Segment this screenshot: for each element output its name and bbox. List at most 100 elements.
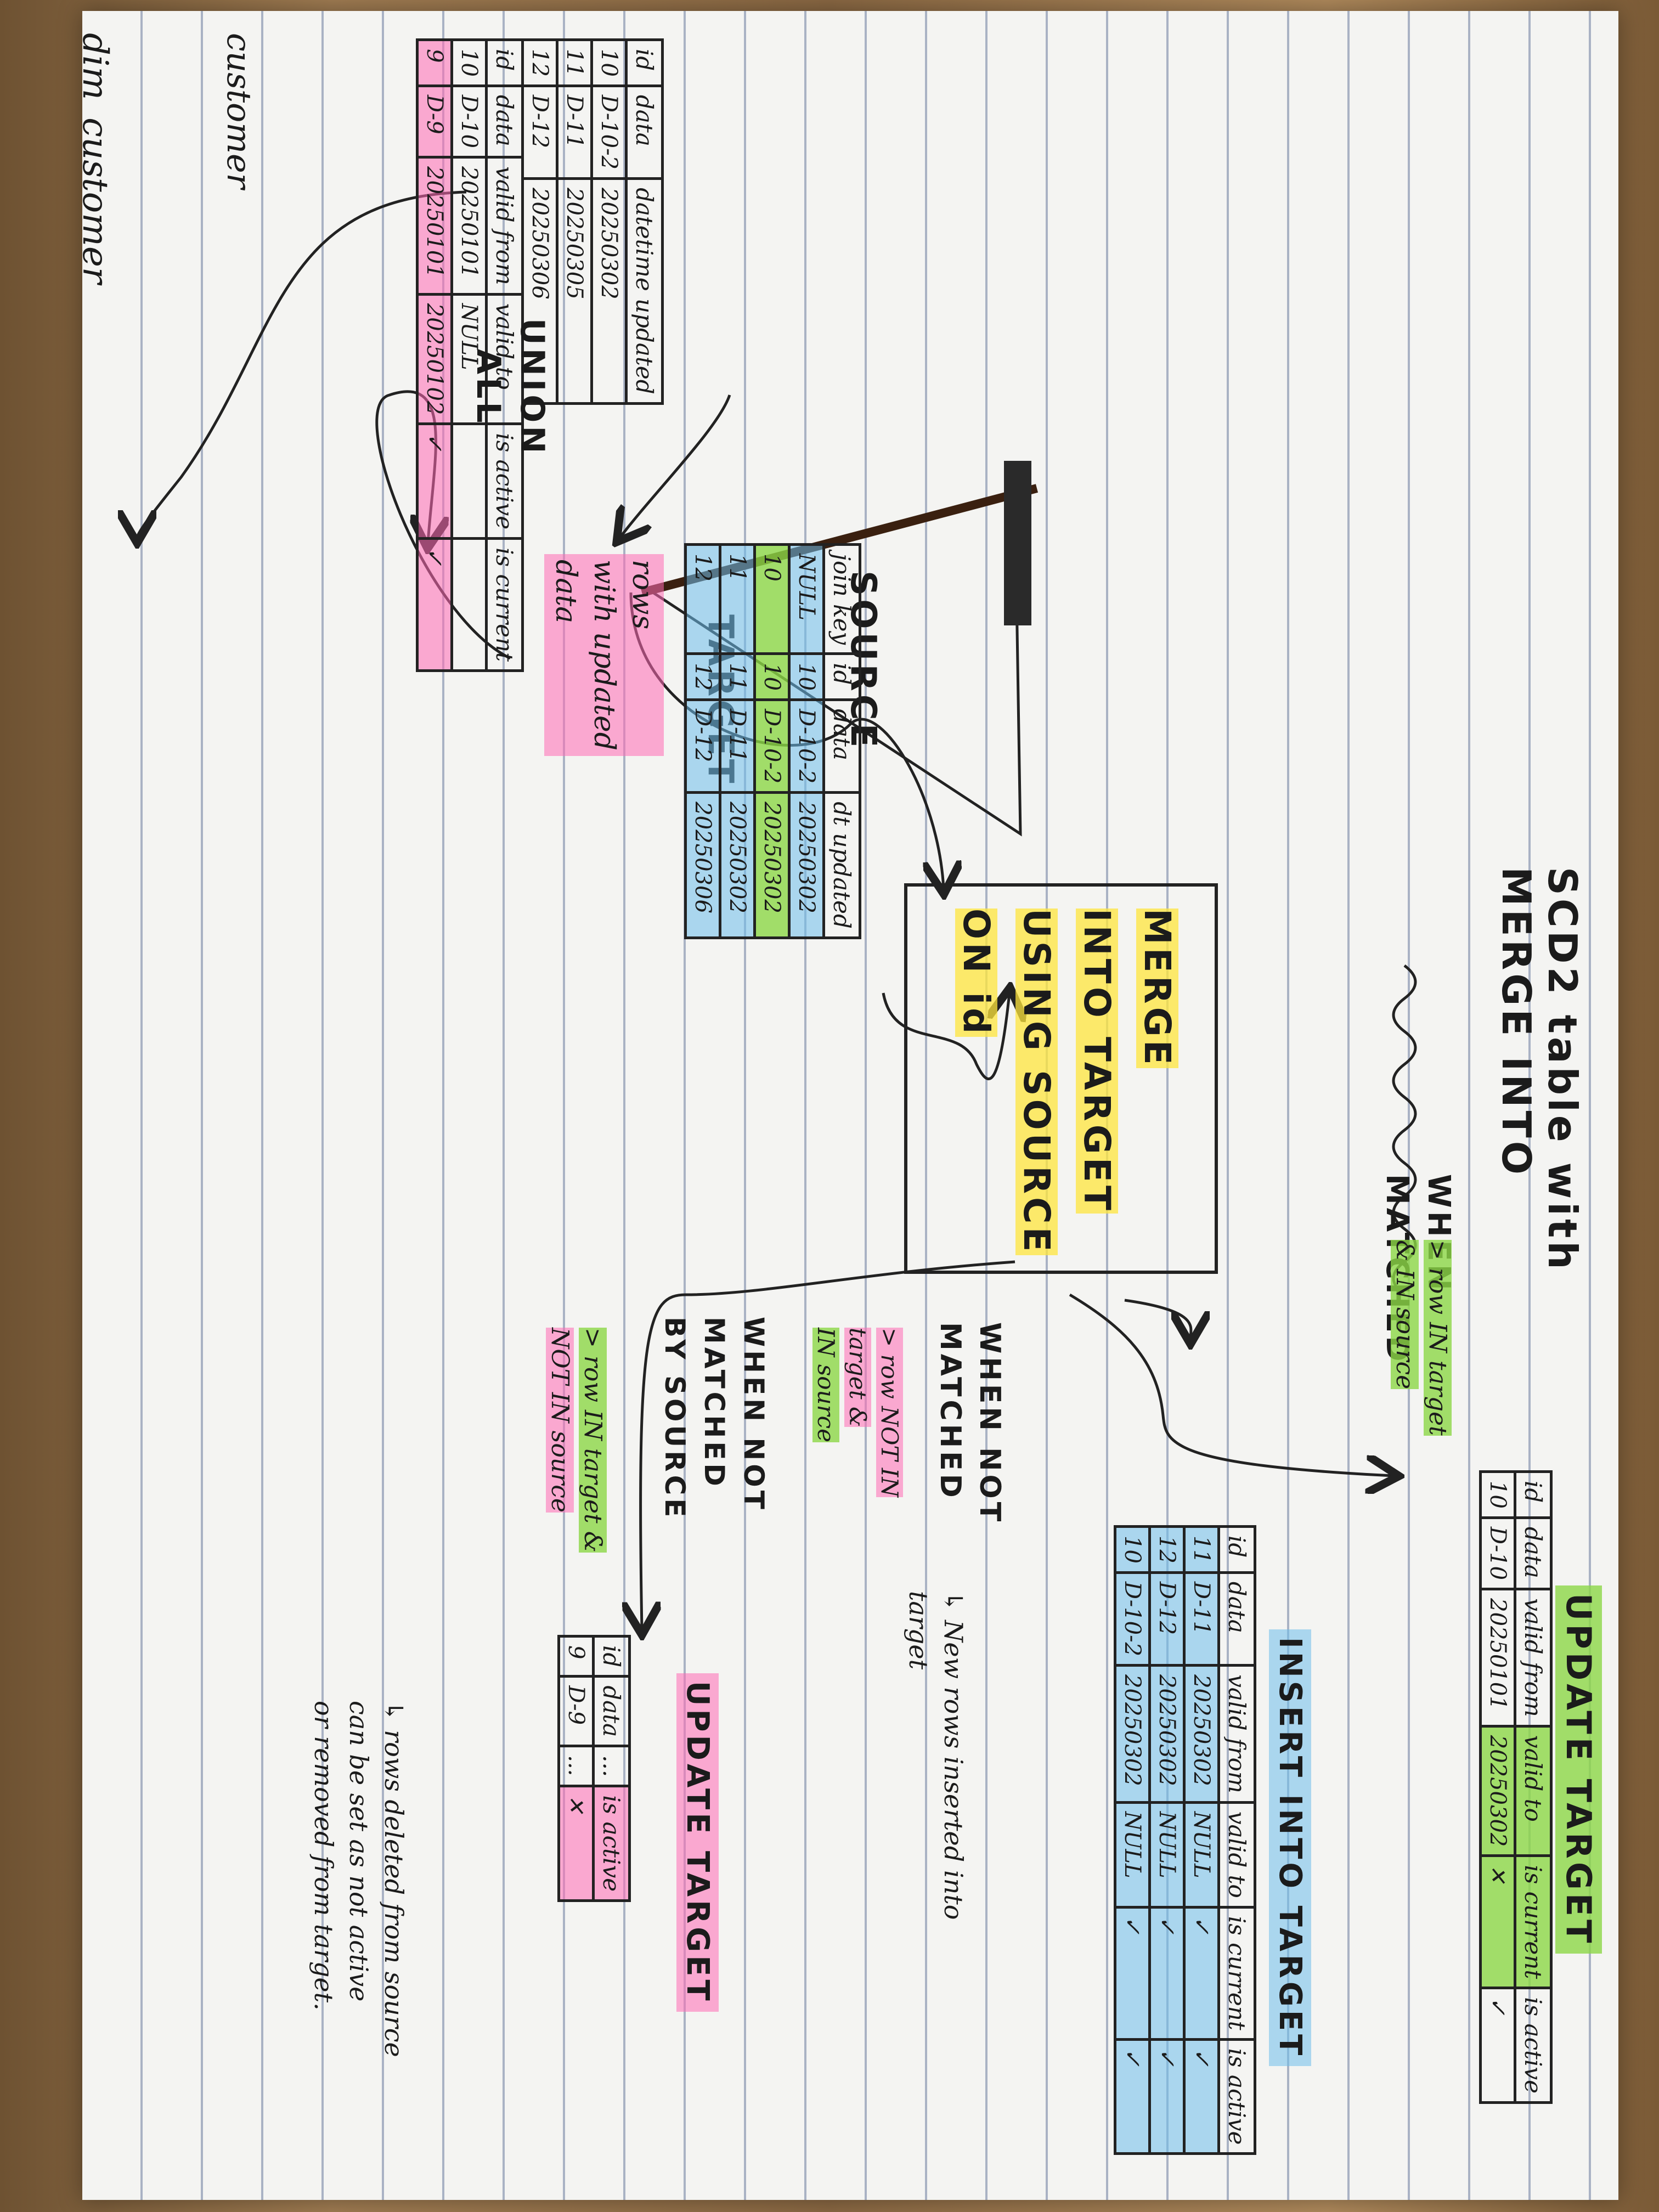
union-line: UNION bbox=[513, 318, 551, 457]
table-row: 11 D-11 20250302 NULL ✓ ✓ bbox=[1184, 1526, 1219, 2154]
table-cell: 20250302 bbox=[1149, 1665, 1184, 1803]
note-line: ↳ rows deleted from source bbox=[379, 1701, 409, 2057]
table-cell: ✓ bbox=[1184, 2039, 1219, 2154]
table-cell: 11 bbox=[720, 653, 755, 700]
table-header: is active bbox=[1515, 1988, 1551, 2103]
table-cell: D-9 bbox=[558, 1676, 594, 1746]
table-cell: D-10-2 bbox=[754, 699, 789, 793]
table-header: id bbox=[626, 40, 663, 86]
table-cell: D-12 bbox=[685, 699, 720, 793]
table-header-row: join key id data dt updated bbox=[823, 544, 860, 938]
table-header: valid to bbox=[1218, 1802, 1255, 1908]
arrow-source-to-merge bbox=[882, 993, 1009, 1080]
table-cell bbox=[452, 538, 487, 671]
table-cell: 12 bbox=[685, 653, 720, 700]
when-matched-note: > row IN target & IN source bbox=[1388, 1240, 1454, 1436]
table-cell: 20250306 bbox=[685, 792, 720, 938]
table-row: 9 D-9 20250101 20250102 ✓ ✓ bbox=[417, 40, 452, 671]
filter-text: rows with updated data bbox=[544, 554, 664, 757]
table-cell: ✕ bbox=[558, 1786, 594, 1901]
table-row: 11 D-11 20250305 bbox=[557, 40, 592, 404]
table-cell: ✓ bbox=[1149, 2039, 1184, 2154]
target-table-title: dim_customer bbox=[82, 33, 115, 284]
table-cell: 20250305 bbox=[557, 178, 592, 404]
union-all-label: UNION ALL bbox=[466, 318, 554, 456]
arrow-merge-to-notmatched-source bbox=[641, 1260, 1015, 1629]
table-header: is current bbox=[486, 538, 523, 671]
table-row: 12 12 D-12 20250306 bbox=[685, 544, 720, 938]
filter-strike bbox=[640, 484, 1039, 597]
union-line: ALL bbox=[469, 348, 507, 426]
table-header: data bbox=[1515, 1517, 1551, 1589]
table-cell: 20250101 bbox=[1480, 1589, 1515, 1726]
table-row: 10 D-10-2 20250302 bbox=[591, 40, 627, 404]
table-cell: D-10-2 bbox=[591, 86, 627, 179]
update-target-2-table: id data ... is active 9 D-9 ... ✕ bbox=[557, 1635, 631, 1902]
table-header: id bbox=[1218, 1526, 1255, 1573]
table-cell: D-10-2 bbox=[789, 699, 824, 793]
table-row: 10 D-10 20250101 20250302 ✕ ✓ bbox=[1480, 1471, 1515, 2103]
arrow-merge-to-update bbox=[1069, 1293, 1393, 1476]
table-cell: ✓ bbox=[417, 424, 452, 539]
merge-line: MERGE bbox=[1136, 909, 1178, 1068]
table-cell: D-10-2 bbox=[1115, 1572, 1150, 1666]
merge-line: USING SOURCE bbox=[1015, 909, 1058, 1255]
table-cell: NULL bbox=[789, 544, 824, 654]
arrow-customer-to-source-left bbox=[137, 190, 467, 538]
table-cell: 10 bbox=[754, 544, 789, 654]
table-header: join key bbox=[823, 544, 860, 654]
table-cell: D-11 bbox=[1184, 1572, 1219, 1666]
wnms-line: WHEN NOT bbox=[738, 1317, 770, 1513]
table-cell: D-9 bbox=[417, 86, 452, 157]
table-cell: NULL bbox=[1149, 1802, 1184, 1908]
table-cell: 20250302 bbox=[720, 792, 755, 938]
update-target-1-title: UPDATE TARGET bbox=[1555, 1585, 1602, 1954]
table-row: 11 11 D-11 20250302 bbox=[720, 544, 755, 938]
table-cell: 11 bbox=[720, 544, 755, 654]
note-line: & IN source bbox=[1391, 1240, 1419, 1390]
note-line: > row IN target & bbox=[579, 1328, 607, 1553]
table-cell: 11 bbox=[557, 40, 592, 86]
table-header: valid from bbox=[1515, 1589, 1551, 1726]
arrow-customer-to-filter bbox=[620, 394, 731, 538]
when-not-matched-title: WHEN NOT MATCHED bbox=[930, 1322, 1009, 1525]
table-header: is current bbox=[1218, 1907, 1255, 2040]
arrow-target-to-merge bbox=[629, 592, 944, 889]
sketch-content: dim_customer id data valid from valid to… bbox=[82, 11, 1618, 2200]
note-line: > row IN target bbox=[1424, 1240, 1452, 1436]
table-cell: 20250302 bbox=[591, 178, 627, 404]
table-header: ... bbox=[593, 1746, 630, 1786]
table-cell: 20250302 bbox=[1480, 1726, 1515, 1856]
table-cell: NULL bbox=[1115, 1802, 1150, 1908]
page-heading: SCD2 table with MERGE INTO bbox=[1493, 867, 1585, 1525]
ruled-lines bbox=[82, 11, 1618, 2200]
table-cell: 20250302 bbox=[1184, 1665, 1219, 1803]
table-cell: D-11 bbox=[557, 86, 592, 179]
table-cell: D-10 bbox=[1480, 1517, 1515, 1589]
table-cell: 20250102 bbox=[417, 294, 452, 424]
table-header: valid to bbox=[1515, 1726, 1551, 1856]
note-line: or removed from target. bbox=[309, 1701, 338, 2011]
table-cell: 9 bbox=[558, 1636, 594, 1677]
table-cell: 11 bbox=[1184, 1526, 1219, 1573]
update-target-1-table: id data valid from valid to is current i… bbox=[1479, 1470, 1553, 2104]
heading-line-2: MERGE INTO bbox=[1493, 867, 1539, 1178]
table-cell: 20250302 bbox=[789, 792, 824, 938]
table-header: is active bbox=[1218, 2039, 1255, 2154]
table-header: data bbox=[593, 1676, 630, 1746]
table-header: is current bbox=[1515, 1855, 1551, 1988]
table-header: dt updated bbox=[823, 792, 860, 938]
wnm-line: MATCHED bbox=[934, 1322, 967, 1501]
arrow-merge-to-insert bbox=[1124, 1299, 1191, 1339]
filter-line: data bbox=[549, 560, 582, 624]
heading-underline-squiggle bbox=[1392, 964, 1417, 1296]
note-line: NOT IN source bbox=[546, 1328, 574, 1513]
note-line: > row NOT IN bbox=[876, 1328, 903, 1498]
table-cell: 10 bbox=[591, 40, 627, 86]
filter-line: with updated bbox=[588, 560, 620, 751]
redaction-scribble bbox=[1004, 461, 1031, 625]
table-row: 10 D-10-2 20250302 NULL ✓ ✓ bbox=[1115, 1526, 1150, 2154]
table-cell: ✓ bbox=[417, 538, 452, 671]
table-cell: 10 bbox=[789, 653, 824, 700]
table-cell: NULL bbox=[1184, 1802, 1219, 1908]
